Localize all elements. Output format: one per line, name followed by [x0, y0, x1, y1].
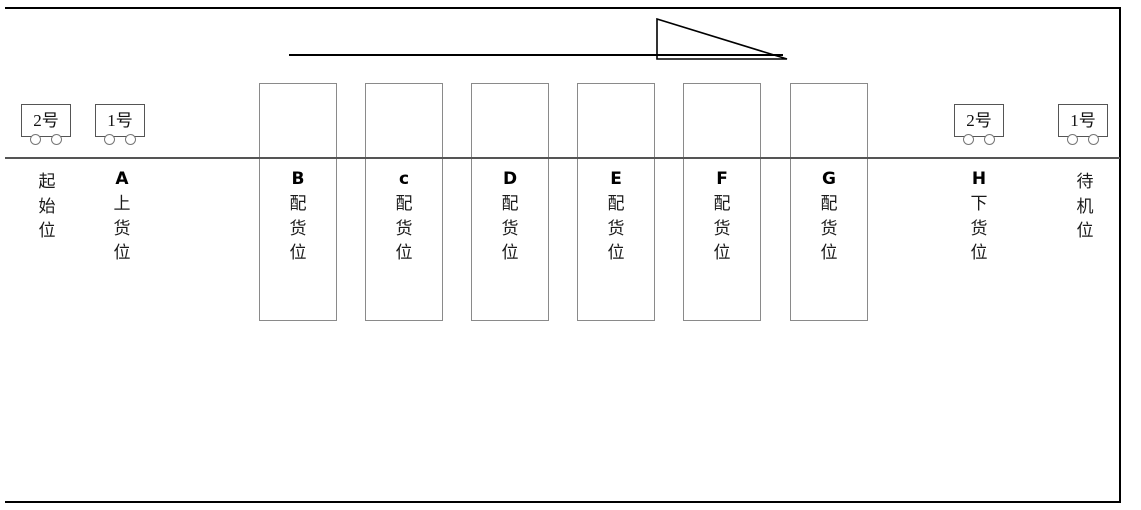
- bay-box-f[interactable]: [683, 83, 761, 321]
- wheel-icon: [125, 134, 136, 145]
- station-label-g: G 配货位: [790, 168, 868, 266]
- station-name-vertical: 配货位: [289, 194, 307, 263]
- frame-right-border: [1119, 7, 1121, 503]
- station-name-vertical: 待机位: [1076, 172, 1094, 241]
- station-name-vertical: 配货位: [820, 194, 838, 263]
- station-name-vertical: 配货位: [713, 194, 731, 263]
- station-name-vertical: 下货位: [970, 194, 988, 263]
- station-code: F: [716, 169, 728, 189]
- cart-body: 1号: [1058, 104, 1108, 137]
- wheel-icon: [984, 134, 995, 145]
- station-label-b: B 配货位: [259, 168, 337, 266]
- station-code: H: [971, 169, 987, 189]
- cart-label: 2号: [33, 111, 59, 130]
- station-code: E: [610, 169, 622, 189]
- station-name-vertical: 配货位: [501, 194, 519, 263]
- overhead-rail-line: [289, 54, 783, 56]
- station-label-a: A 上货位: [95, 168, 149, 266]
- bay-box-c[interactable]: [365, 83, 443, 321]
- frame-bottom-border: [5, 501, 1121, 503]
- cart-body: 2号: [954, 104, 1004, 137]
- wheel-icon: [51, 134, 62, 145]
- bay-box-g[interactable]: [790, 83, 868, 321]
- wheel-icon: [30, 134, 41, 145]
- cart-1-left[interactable]: 1号: [95, 104, 145, 145]
- station-name-vertical: 起始位: [38, 172, 56, 241]
- wheel-icon: [963, 134, 974, 145]
- station-label-h: H 下货位: [948, 168, 1010, 266]
- cart-2-right[interactable]: 2号: [954, 104, 1004, 145]
- cart-label: 1号: [107, 111, 133, 130]
- station-label-standby: 待机位: [1058, 168, 1112, 244]
- main-track-line: [5, 157, 1120, 159]
- cart-body: 2号: [21, 104, 71, 137]
- cart-2-left[interactable]: 2号: [21, 104, 71, 145]
- wheel-icon: [104, 134, 115, 145]
- frame-top-border: [5, 7, 1121, 9]
- bay-box-e[interactable]: [577, 83, 655, 321]
- cart-body: 1号: [95, 104, 145, 137]
- station-code: c: [398, 169, 410, 189]
- station-label-c: c 配货位: [365, 168, 443, 266]
- cart-label: 1号: [1070, 111, 1096, 130]
- station-label-e: E 配货位: [577, 168, 655, 266]
- ramp-triangle-icon: [656, 18, 788, 60]
- bay-box-d[interactable]: [471, 83, 549, 321]
- station-name-vertical: 配货位: [607, 194, 625, 263]
- station-code: A: [115, 169, 129, 189]
- bay-box-b[interactable]: [259, 83, 337, 321]
- station-code: D: [502, 169, 518, 189]
- station-code: G: [822, 169, 836, 189]
- cart-label: 2号: [966, 111, 992, 130]
- station-label-f: F 配货位: [683, 168, 761, 266]
- wheel-icon: [1088, 134, 1099, 145]
- wheel-icon: [1067, 134, 1078, 145]
- station-label-start: 起始位: [20, 168, 74, 244]
- cart-1-right[interactable]: 1号: [1058, 104, 1108, 145]
- station-code: B: [291, 169, 305, 189]
- station-name-vertical: 配货位: [395, 194, 413, 263]
- station-name-vertical: 上货位: [113, 194, 131, 263]
- station-label-d: D 配货位: [471, 168, 549, 266]
